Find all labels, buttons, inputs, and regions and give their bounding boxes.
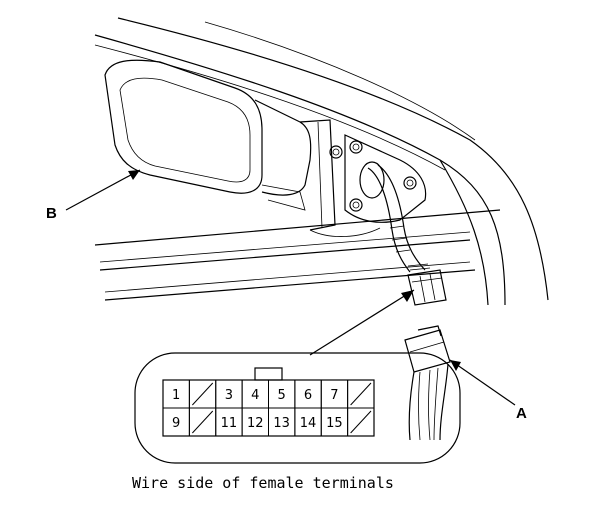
- terminal-number: 5: [278, 388, 286, 403]
- terminal-number: 1: [172, 388, 180, 403]
- leader-lines: [65, 169, 516, 406]
- terminal-number: 13: [273, 416, 290, 431]
- callout-label-a: A: [516, 405, 527, 422]
- terminal-number: 4: [251, 388, 259, 403]
- callout-label-b: B: [46, 205, 57, 222]
- terminal-number: 9: [172, 416, 180, 431]
- mirror-mount-plate: [329, 134, 427, 223]
- mirror-assembly: [104, 59, 336, 231]
- connector-a: [404, 325, 451, 441]
- unused-terminal-mark: [350, 410, 372, 434]
- terminal-number: 3: [225, 388, 233, 403]
- mirror-side-connector: [407, 269, 447, 306]
- terminal-cell: [347, 407, 375, 437]
- unused-terminal-mark: [350, 382, 372, 406]
- terminal-number: 11: [221, 416, 238, 431]
- unused-terminal-mark: [192, 382, 214, 406]
- terminal-number: 15: [326, 416, 343, 431]
- terminal-number: 6: [304, 388, 312, 403]
- terminal-number: 12: [247, 416, 264, 431]
- door-body-outline: [94, 17, 549, 306]
- mirror-wire-harness: [367, 164, 431, 273]
- terminal-number: 7: [330, 388, 338, 403]
- diagram-caption: Wire side of female terminals: [132, 474, 394, 492]
- unused-terminal-mark: [192, 410, 214, 434]
- terminal-number: 14: [300, 416, 317, 431]
